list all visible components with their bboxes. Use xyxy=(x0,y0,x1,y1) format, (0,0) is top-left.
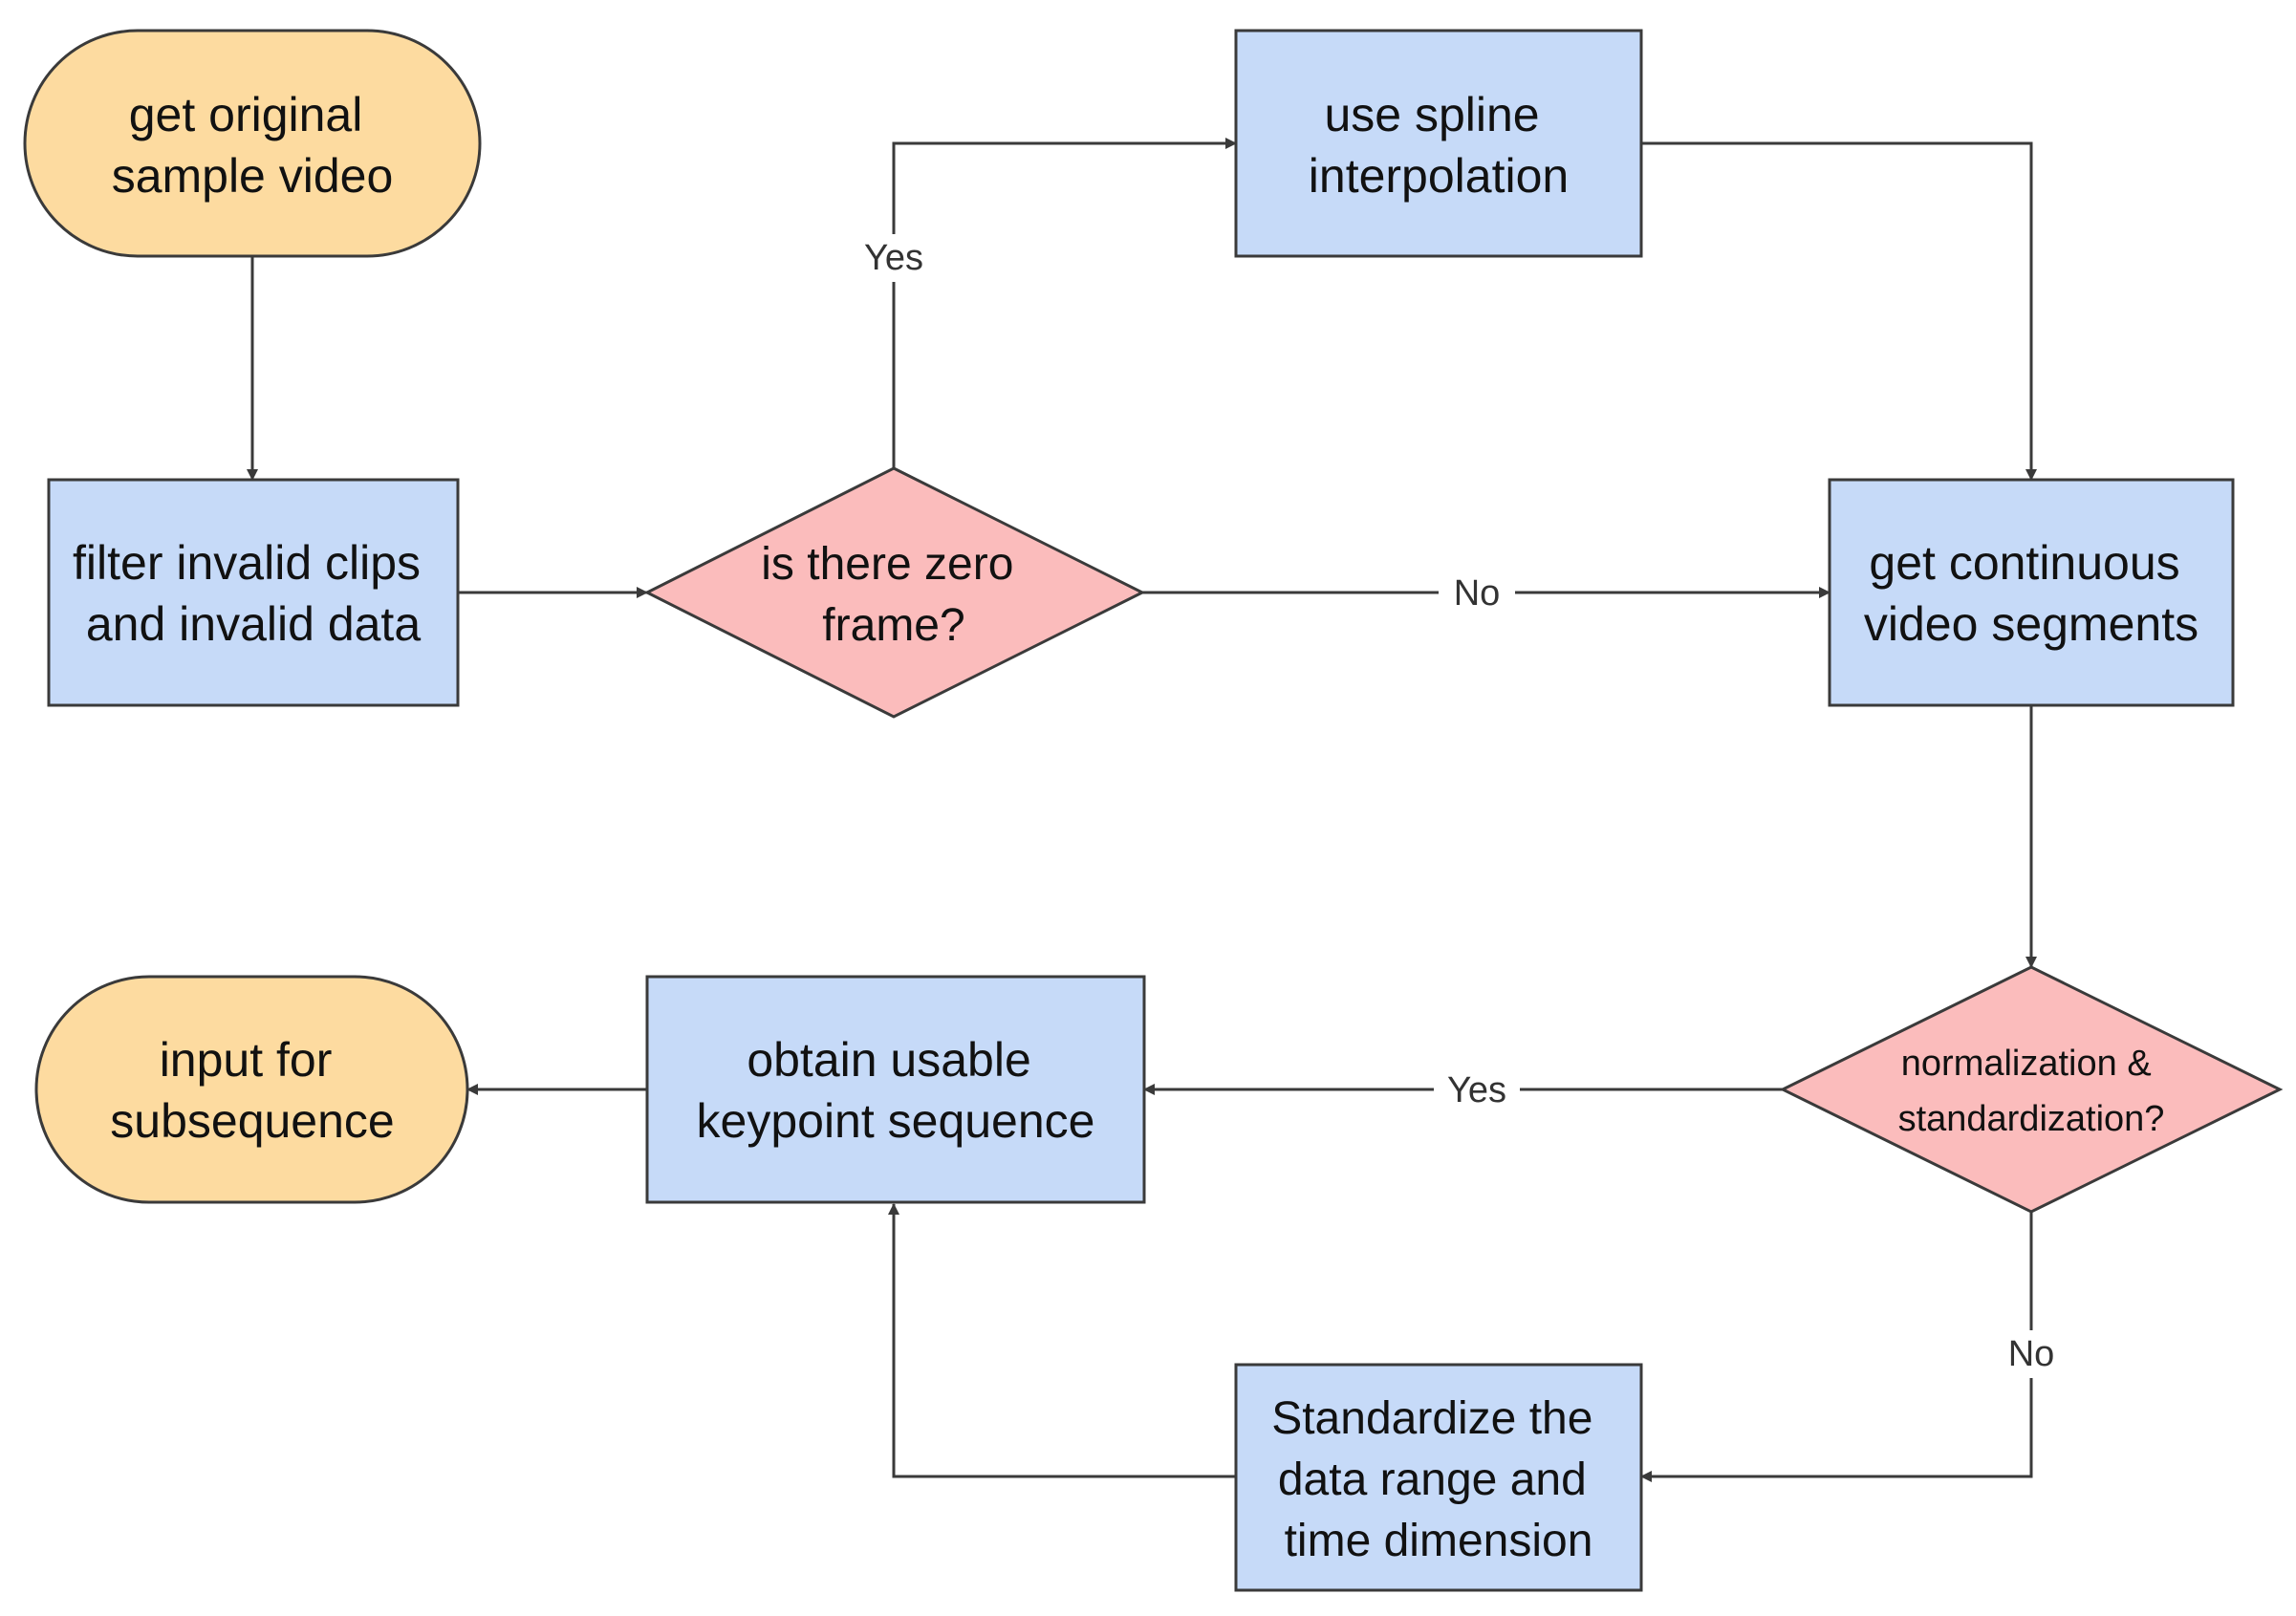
svg-text:get continuous video seg: get continuous video segments xyxy=(1864,536,2199,651)
edge-zero-frame-to-spline xyxy=(892,138,1237,468)
svg-text:input for subsequence: input for subsequence xyxy=(110,1033,394,1148)
node-zero-frame: is there zero frame? xyxy=(643,466,1146,719)
node-standardize: Standardize the data range and time dime… xyxy=(1234,1363,1643,1592)
node-standardize-line-2: data range and xyxy=(1278,1454,1587,1505)
node-end: input for subsequence xyxy=(34,975,469,1204)
svg-text:get original sample vide: get original sample video xyxy=(112,88,394,203)
node-standardize-line-3: time dimension xyxy=(1285,1516,1593,1566)
node-standardize-line-1: Standardize the xyxy=(1271,1393,1592,1444)
node-start: get original sample video xyxy=(23,29,482,258)
edge-labels: Yes No Yes No xyxy=(856,234,2065,1378)
node-filter: filter invalid clips and invalid data xyxy=(47,478,460,707)
node-filter-line-1: filter invalid clips xyxy=(73,536,421,590)
svg-text:normalization & standard: normalization & standardization? xyxy=(1898,1044,2165,1139)
node-zero-frame-line-1: is there zero xyxy=(761,539,1013,590)
node-obtain: obtain usable keypoint sequence xyxy=(645,975,1146,1204)
svg-text:Standardize the data ran: Standardize the data range and time dime… xyxy=(1271,1393,1606,1566)
edge-label-zero-frame-no: No xyxy=(1454,573,1501,614)
process-shape xyxy=(47,478,460,707)
terminal-shape xyxy=(23,29,482,258)
node-normalize-line-1: normalization & xyxy=(1901,1044,2152,1084)
edge-label-normalize-no: No xyxy=(2008,1334,2055,1374)
node-spline-line-2: interpolation xyxy=(1309,149,1569,203)
node-zero-frame-line-2: frame? xyxy=(822,600,964,651)
node-start-line-2: sample video xyxy=(112,149,394,203)
node-normalize: normalization & standardization? xyxy=(1779,965,2284,1214)
node-continuous-line-2: video segments xyxy=(1864,597,2199,651)
edge-label-normalize-yes: Yes xyxy=(1447,1070,1506,1110)
svg-text:is there zero frame?: is there zero frame? xyxy=(761,539,1026,651)
node-end-line-2: subsequence xyxy=(110,1094,394,1148)
edge-standardize-to-obtain xyxy=(888,1203,1236,1478)
svg-text:filter invalid clips and: filter invalid clips and invalid data xyxy=(73,536,434,651)
node-spline: use spline interpolation xyxy=(1234,29,1643,258)
svg-text:use spline interpolation: use spline interpolation xyxy=(1309,88,1569,203)
process-shape xyxy=(645,975,1146,1204)
terminal-shape xyxy=(34,975,469,1204)
edge-spline-to-continuous xyxy=(1641,141,2037,481)
node-obtain-line-1: obtain usable xyxy=(747,1033,1030,1087)
edges xyxy=(247,138,2037,1482)
node-start-line-1: get original xyxy=(129,88,363,141)
edge-normalize-to-standardize xyxy=(1640,1212,2033,1482)
svg-text:obtain usable keypoint s: obtain usable keypoint sequence xyxy=(697,1033,1095,1148)
node-filter-line-2: and invalid data xyxy=(86,597,421,651)
node-spline-line-1: use spline xyxy=(1324,88,1539,141)
edge-label-zero-frame-yes: Yes xyxy=(864,238,923,278)
node-continuous: get continuous video segments xyxy=(1828,478,2235,707)
process-shape xyxy=(1234,29,1643,258)
node-normalize-line-2: standardization? xyxy=(1898,1099,2165,1139)
process-shape xyxy=(1234,1363,1643,1592)
node-end-line-1: input for xyxy=(160,1033,333,1087)
node-continuous-line-1: get continuous xyxy=(1869,536,2179,590)
decision-shape xyxy=(1779,965,2284,1214)
process-shape xyxy=(1828,478,2235,707)
decision-shape xyxy=(643,466,1146,719)
node-obtain-line-2: keypoint sequence xyxy=(697,1094,1095,1148)
